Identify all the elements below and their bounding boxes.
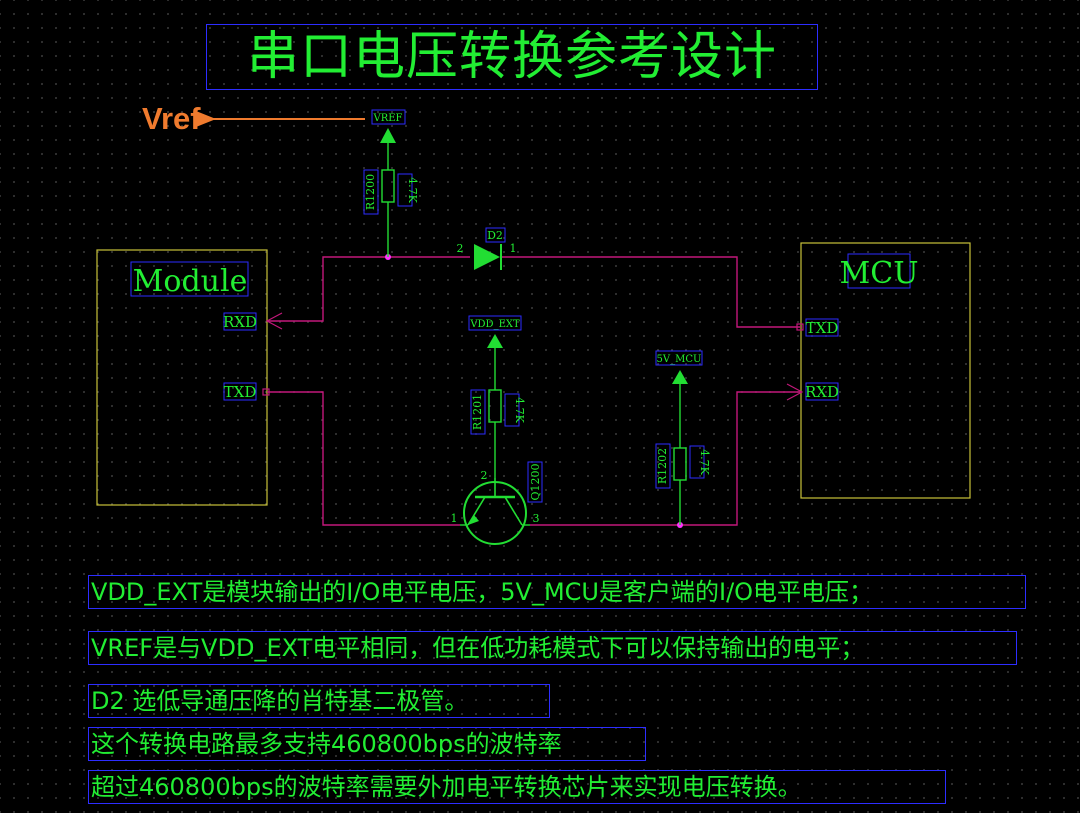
- mcu-rxd-label: RXD: [805, 383, 839, 401]
- q1200-pin-base: 2: [481, 469, 488, 482]
- page-title: 串口电压转换参考设计: [206, 24, 818, 90]
- q1200-pin-collector: 3: [533, 512, 540, 525]
- vdd-ext-net-label: VDD_EXT: [469, 319, 520, 330]
- r1202-resistor: R1202 4.7K: [655, 384, 711, 525]
- d2-diode-icon: D2 2 1: [457, 227, 517, 270]
- note-line-3: D2 选低导通压降的肖特基二极管。: [88, 684, 550, 718]
- r1201-ref: R1201: [471, 394, 484, 430]
- r1200-ref: R1200: [364, 174, 377, 210]
- module-txd-label: TXD: [224, 383, 257, 401]
- mcu-txd-label: TXD: [806, 319, 839, 337]
- r1202-value: 4.7K: [698, 449, 711, 475]
- vref-net-label: VREF: [373, 113, 403, 124]
- module-name: Module: [133, 264, 248, 299]
- 5v-mcu-power-arrow-icon: 5V_MCU: [655, 350, 703, 384]
- vdd-ext-power-arrow-icon: VDD_EXT: [468, 315, 522, 348]
- r1200-resistor: R1200 4.7K: [363, 140, 419, 257]
- r1200-value: 4.7K: [406, 177, 419, 203]
- d2-ref: D2: [487, 229, 503, 242]
- note-line-5: 超过460800bps的波特率需要外加电平转换芯片来实现电压转换。: [88, 770, 946, 804]
- d2-pin-anode: 2: [457, 242, 464, 255]
- r1202-ref: R1202: [656, 448, 669, 484]
- module-block: Module RXD TXD: [96, 249, 283, 506]
- mcu-name: MCU: [840, 256, 919, 291]
- r1201-resistor: R1201 4.7K: [470, 348, 526, 478]
- 5v-mcu-net-label: 5V_MCU: [657, 354, 702, 365]
- vref-callout-label: Vref: [142, 101, 201, 136]
- q1200-transistor-icon: 2 1 3 Q1200: [451, 461, 543, 545]
- note-line-2: VREF是与VDD_EXT电平相同，但在低功耗模式下可以保持输出的电平；: [88, 631, 1017, 665]
- note-line-4: 这个转换电路最多支持460800bps的波特率: [88, 727, 646, 761]
- net-wires: [267, 256, 801, 526]
- vref-power-arrow-icon: VREF: [371, 109, 406, 143]
- d2-pin-cathode: 1: [510, 242, 517, 255]
- module-rxd-label: RXD: [223, 313, 257, 331]
- q1200-ref: Q1200: [529, 463, 542, 500]
- r1201-value: 4.7K: [513, 397, 526, 423]
- mcu-block: MCU TXD RXD: [786, 242, 971, 499]
- note-line-1: VDD_EXT是模块输出的I/O电平电压，5V_MCU是客户端的I/O电平电压；: [88, 575, 1026, 609]
- q1200-pin-emitter: 1: [451, 512, 458, 525]
